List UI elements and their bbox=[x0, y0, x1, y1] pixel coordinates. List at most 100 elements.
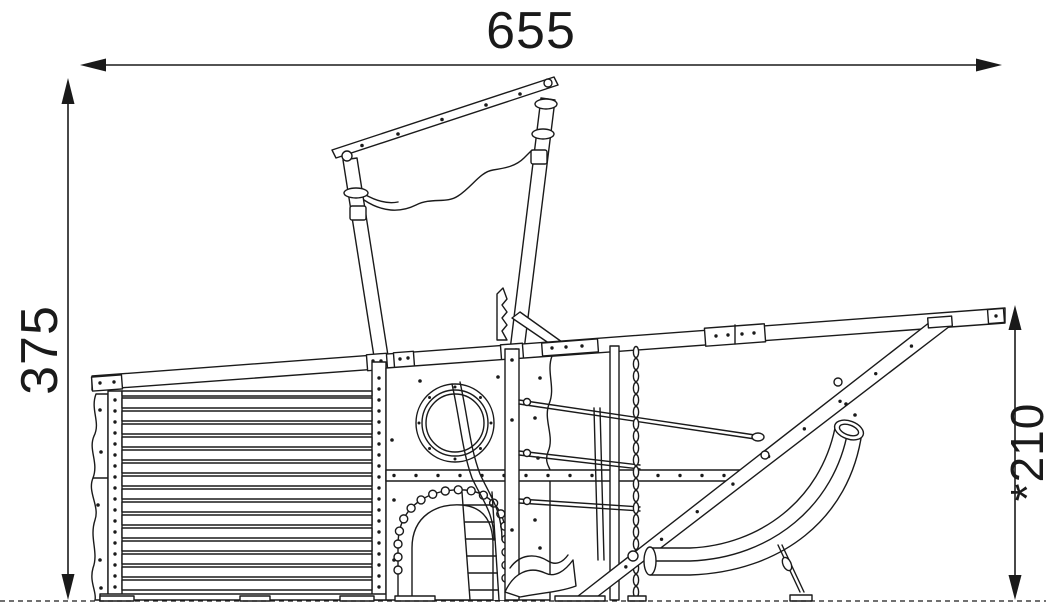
bolt bbox=[98, 381, 102, 385]
footing bbox=[789, 594, 813, 602]
bolt bbox=[113, 409, 117, 413]
bolt bbox=[99, 450, 103, 454]
arrow-right-icon bbox=[976, 58, 1002, 72]
footing bbox=[339, 595, 375, 602]
arrow-down-icon bbox=[61, 574, 75, 600]
bolt bbox=[377, 387, 381, 391]
bolt bbox=[377, 486, 381, 490]
bolt bbox=[377, 585, 381, 589]
bolt bbox=[659, 537, 664, 541]
canopy-sail-edge bbox=[363, 193, 399, 204]
climbing-hold bbox=[406, 503, 416, 513]
porthole-bolts bbox=[417, 385, 493, 461]
bolt bbox=[377, 497, 381, 501]
beam-bracket bbox=[540, 338, 600, 357]
footing bbox=[394, 595, 436, 602]
chain-link bbox=[632, 525, 640, 539]
canopy-bolts bbox=[360, 92, 522, 148]
footing bbox=[627, 595, 647, 602]
wall-slat bbox=[121, 579, 373, 591]
bolt bbox=[417, 421, 421, 425]
bolt bbox=[478, 396, 482, 400]
bolt bbox=[377, 453, 381, 457]
bolt bbox=[802, 427, 807, 431]
bolt bbox=[550, 346, 554, 350]
bolt bbox=[590, 473, 594, 478]
fire-pole bbox=[609, 345, 620, 601]
wall-slat bbox=[121, 488, 373, 500]
tower-post bbox=[504, 348, 520, 601]
bolt bbox=[874, 371, 878, 376]
bolt bbox=[377, 409, 381, 413]
slide-anchor-knob bbox=[833, 377, 843, 387]
wall-slat bbox=[121, 540, 373, 552]
ladder-left-rail bbox=[461, 491, 471, 601]
porthole-window bbox=[425, 393, 485, 453]
bolt bbox=[510, 418, 514, 422]
chain-link bbox=[632, 453, 640, 467]
deck bbox=[385, 469, 743, 482]
slide-support-rope bbox=[781, 544, 805, 593]
tower-frame bbox=[504, 345, 765, 601]
chain-link bbox=[632, 369, 640, 383]
bolt bbox=[113, 541, 117, 545]
wall-slat bbox=[121, 527, 373, 539]
canopy bbox=[331, 76, 559, 364]
bolt bbox=[396, 132, 400, 136]
bolt bbox=[113, 475, 117, 479]
bolt bbox=[695, 509, 699, 514]
climbing-hold bbox=[428, 489, 438, 499]
ladder-rungs bbox=[462, 504, 500, 591]
bolt bbox=[740, 332, 744, 336]
bolt bbox=[113, 497, 117, 501]
bolt bbox=[453, 385, 457, 389]
bolt bbox=[478, 446, 482, 450]
bolt bbox=[538, 376, 542, 380]
handrail bbox=[451, 383, 495, 541]
bolt bbox=[113, 552, 117, 556]
bolt bbox=[377, 552, 381, 556]
bolt bbox=[536, 456, 540, 460]
climbing-hold bbox=[466, 486, 476, 496]
wall-slat bbox=[121, 553, 373, 565]
post-clamp bbox=[530, 149, 548, 165]
platform-height-dimension-label: *210 bbox=[1001, 403, 1046, 502]
bolt bbox=[844, 402, 848, 406]
bolt bbox=[390, 438, 394, 442]
porthole-inner-ring bbox=[421, 389, 489, 457]
bolt bbox=[726, 333, 730, 337]
chain-link bbox=[632, 393, 640, 407]
bolt bbox=[98, 558, 102, 562]
chain-link bbox=[632, 441, 640, 455]
wall-slat bbox=[121, 462, 373, 474]
bolt bbox=[428, 396, 432, 400]
bolt bbox=[377, 519, 381, 523]
footing bbox=[99, 595, 135, 602]
bolt bbox=[113, 585, 117, 589]
overall-height-dimension: 375 bbox=[11, 78, 75, 600]
chain-link bbox=[632, 489, 640, 503]
width-dimension-label: 655 bbox=[486, 2, 576, 60]
wall-slat bbox=[121, 436, 373, 448]
bolt bbox=[360, 143, 364, 148]
slide-exit bbox=[643, 546, 657, 576]
bolt bbox=[722, 473, 726, 478]
ladder-right-rail bbox=[491, 491, 500, 601]
climbing-hold bbox=[393, 539, 403, 549]
bolt bbox=[453, 457, 457, 461]
bolt bbox=[624, 565, 628, 569]
bolt bbox=[546, 473, 550, 478]
bolt bbox=[96, 503, 100, 507]
footings bbox=[99, 594, 813, 602]
rope-rail bbox=[518, 498, 641, 508]
tube-slide bbox=[627, 377, 865, 593]
cabin-slatted-wall bbox=[90, 361, 391, 601]
arrow-up-icon bbox=[61, 78, 75, 104]
wave-step-body bbox=[504, 559, 577, 598]
climbing-hold bbox=[453, 485, 463, 495]
bolt bbox=[564, 345, 568, 349]
bolt bbox=[398, 357, 402, 361]
net-rail bbox=[593, 407, 599, 561]
chain-link bbox=[632, 405, 640, 419]
arch-inner-edge bbox=[411, 504, 494, 601]
